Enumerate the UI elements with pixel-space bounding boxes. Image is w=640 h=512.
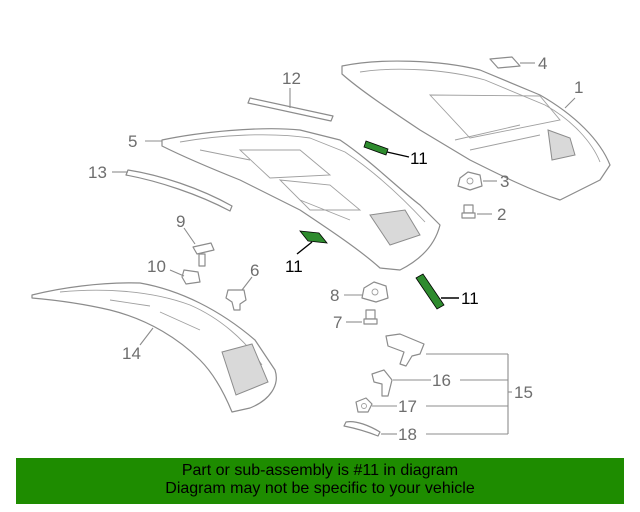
- part-3-bracket[interactable]: [457, 171, 483, 191]
- part-15-assembly[interactable]: [385, 333, 425, 367]
- part-17-clip[interactable]: [355, 397, 373, 413]
- part-11-strip-top[interactable]: [363, 140, 389, 156]
- part-6-fastener[interactable]: [225, 289, 247, 311]
- part-11-strip-right[interactable]: [415, 273, 445, 310]
- part-9-clip[interactable]: [192, 242, 215, 267]
- banner-line-2: Diagram may not be specific to your vehi…: [165, 480, 475, 497]
- callout-12: 12: [282, 69, 301, 88]
- callout-10: 10: [147, 257, 166, 276]
- part-4-badge[interactable]: [489, 56, 521, 69]
- callout-6: 6: [250, 261, 259, 280]
- callout-7: 7: [333, 313, 342, 332]
- callout-1: 1: [574, 78, 583, 97]
- leader-9: [183, 227, 196, 245]
- callout-9: 9: [176, 212, 185, 231]
- leader-10: [169, 269, 185, 277]
- leader-11a: [386, 151, 410, 158]
- part-7-bolt[interactable]: [363, 309, 378, 325]
- part-5-inner-roof-panel[interactable]: [161, 128, 441, 271]
- callout-15: 15: [514, 383, 533, 402]
- parts-diagram: 1 4 12 5 11 11 11 13: [31, 54, 611, 444]
- part-16-bracket[interactable]: [371, 369, 393, 397]
- callout-2: 2: [497, 205, 506, 224]
- leader-11b: [296, 241, 313, 255]
- callout-3: 3: [500, 172, 509, 191]
- leader-14: [139, 327, 154, 346]
- part-14-side-trim[interactable]: [31, 282, 277, 413]
- callout-16: 16: [432, 371, 451, 390]
- callout-11c: 11: [461, 289, 479, 308]
- part-8-bracket[interactable]: [361, 281, 389, 303]
- callout-14: 14: [122, 344, 141, 363]
- callout-18: 18: [398, 425, 417, 444]
- part-1-roof-panel[interactable]: [341, 60, 611, 201]
- part-11-strip-middle[interactable]: [299, 230, 328, 244]
- callout-5: 5: [128, 132, 137, 151]
- callout-4: 4: [538, 54, 547, 73]
- part-2-bolt[interactable]: [461, 204, 476, 219]
- part-13-trim-strip[interactable]: [125, 169, 233, 212]
- leader-1: [564, 97, 576, 109]
- callout-17: 17: [398, 397, 417, 416]
- callout-11b: 11: [285, 257, 303, 276]
- callout-8: 8: [330, 286, 339, 305]
- banner-line-1: Part or sub-assembly is #11 in diagram: [181, 462, 459, 479]
- part-12-trim-strip[interactable]: [247, 97, 334, 122]
- info-banner: Part or sub-assembly is #11 in diagram D…: [16, 458, 624, 504]
- part-10-clip[interactable]: [181, 269, 201, 285]
- callout-11a: 11: [410, 149, 428, 168]
- leader-6: [241, 276, 253, 291]
- part-18-seal[interactable]: [343, 421, 381, 437]
- callout-13: 13: [88, 163, 107, 182]
